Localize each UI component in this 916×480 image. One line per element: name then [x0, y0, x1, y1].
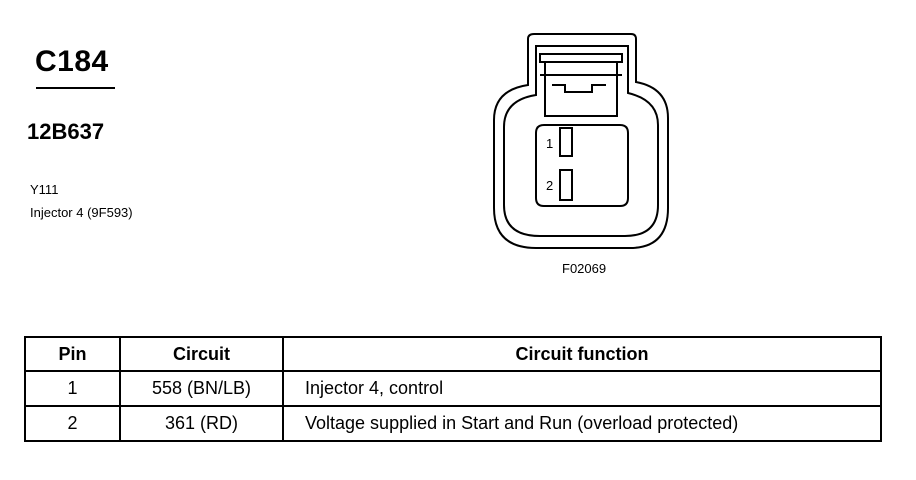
table-row: 2 361 (RD) Voltage supplied in Start and… — [24, 405, 882, 442]
connector-outer-shell — [493, 33, 669, 249]
pin-1-cavity — [559, 127, 573, 157]
connector-latch — [539, 53, 623, 63]
figure-id: F02069 — [562, 261, 607, 276]
pin-housing — [535, 124, 629, 207]
row-function: Voltage supplied in Start and Run (overl… — [282, 405, 882, 442]
connector-inner-shell — [503, 45, 659, 237]
row-function: Injector 4, control — [282, 370, 882, 407]
header-pin: Pin — [24, 336, 121, 372]
pin-1-label: 1 — [546, 136, 553, 151]
latch-tab — [544, 62, 618, 117]
pin-table: Pin Circuit Circuit function 1 558 (BN/L… — [24, 336, 882, 442]
connector-title: C184 — [35, 45, 109, 78]
row-pin: 1 — [24, 370, 121, 407]
row-pin: 2 — [24, 405, 121, 442]
connector-description: Injector 4 (9F593) — [30, 205, 133, 220]
connector-location: Y111 — [30, 182, 59, 197]
table-header-row: Pin Circuit Circuit function — [24, 336, 882, 372]
connector-diagram: 1 2 — [493, 33, 669, 249]
part-number: 12B637 — [27, 119, 105, 144]
header-circuit: Circuit — [119, 336, 284, 372]
pin-2-cavity — [559, 169, 573, 201]
row-circuit: 361 (RD) — [119, 405, 284, 442]
table-row: 1 558 (BN/LB) Injector 4, control — [24, 370, 882, 407]
header-circuit-function: Circuit function — [282, 336, 882, 372]
pin-2-label: 2 — [546, 178, 553, 193]
title-underline — [36, 87, 115, 89]
row-circuit: 558 (BN/LB) — [119, 370, 284, 407]
